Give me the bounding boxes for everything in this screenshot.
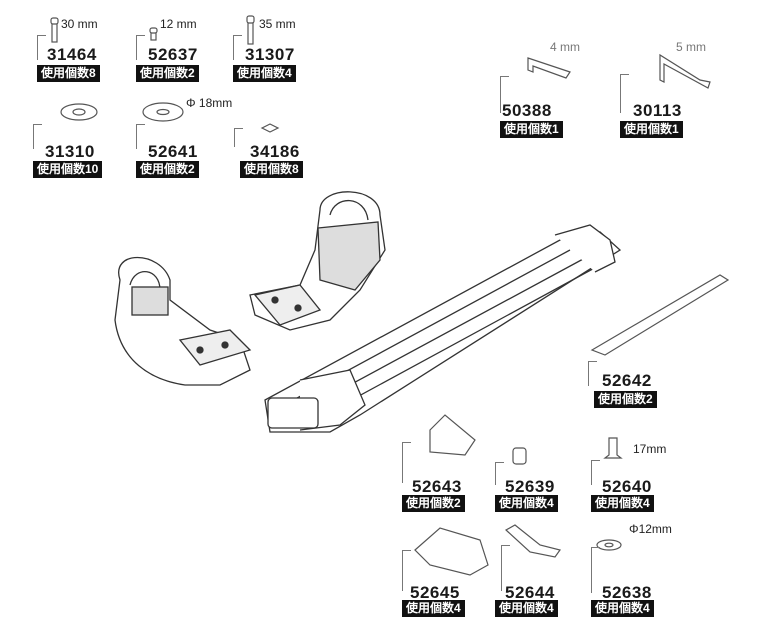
part-number: 52644 xyxy=(505,583,555,602)
part-number: 34186 xyxy=(250,142,300,161)
part-number: 52645 xyxy=(410,583,460,602)
clamp-bracket-icon xyxy=(414,527,489,576)
wire-clip-icon xyxy=(429,414,476,456)
part-dimension: 30 mm xyxy=(61,17,98,31)
part-number: 52639 xyxy=(505,477,555,496)
screw-icon xyxy=(603,437,623,459)
part-dimension: 12 mm xyxy=(160,17,197,31)
part-number: 52642 xyxy=(602,371,652,390)
strap-bracket-icon xyxy=(504,524,562,558)
quantity-label: 使用個数2 xyxy=(594,391,657,408)
part-number: 52640 xyxy=(602,477,652,496)
hex-key-icon xyxy=(659,53,711,89)
part-dimension: 17mm xyxy=(633,442,667,456)
part-number: 31307 xyxy=(245,45,295,64)
square-nut-icon xyxy=(260,123,280,133)
quantity-label: 使用個数1 xyxy=(620,121,683,138)
quantity-label: 使用個数1 xyxy=(500,121,563,138)
part-number: 52638 xyxy=(602,583,652,602)
part-number: 31464 xyxy=(47,45,97,64)
quantity-label: 使用個数4 xyxy=(495,495,558,512)
part-number: 50388 xyxy=(502,101,552,120)
part-dimension: 35 mm xyxy=(259,17,296,31)
part-number: 52641 xyxy=(148,142,198,161)
hex-key-icon xyxy=(527,57,571,79)
quantity-label: 使用個数8 xyxy=(240,161,303,178)
bolt-icon xyxy=(51,21,58,43)
part-number: 52643 xyxy=(412,477,462,496)
quantity-label: 使用個数2 xyxy=(136,161,199,178)
quantity-label: 使用個数4 xyxy=(495,600,558,617)
rail-plate-icon xyxy=(590,274,730,356)
spacer-icon xyxy=(512,447,527,465)
quantity-label: 使用個数4 xyxy=(402,600,465,617)
quantity-label: 使用個数4 xyxy=(591,495,654,512)
part-dimension: 4 mm xyxy=(550,40,580,54)
part-dimension: 5 mm xyxy=(676,40,706,54)
quantity-label: 使用個数10 xyxy=(33,161,103,178)
part-number: 30113 xyxy=(633,101,682,120)
quantity-label: 使用個数4 xyxy=(233,65,296,82)
part-number: 52637 xyxy=(148,45,198,64)
part-dimension: Φ12mm xyxy=(629,522,672,536)
quantity-label: 使用個数2 xyxy=(136,65,199,82)
quantity-label: 使用個数4 xyxy=(591,600,654,617)
bolt-icon xyxy=(247,21,254,45)
part-dimension: Φ 18mm xyxy=(186,96,233,110)
quantity-label: 使用個数8 xyxy=(37,65,100,82)
part-number: 31310 xyxy=(45,142,95,161)
quantity-label: 使用個数2 xyxy=(402,495,465,512)
